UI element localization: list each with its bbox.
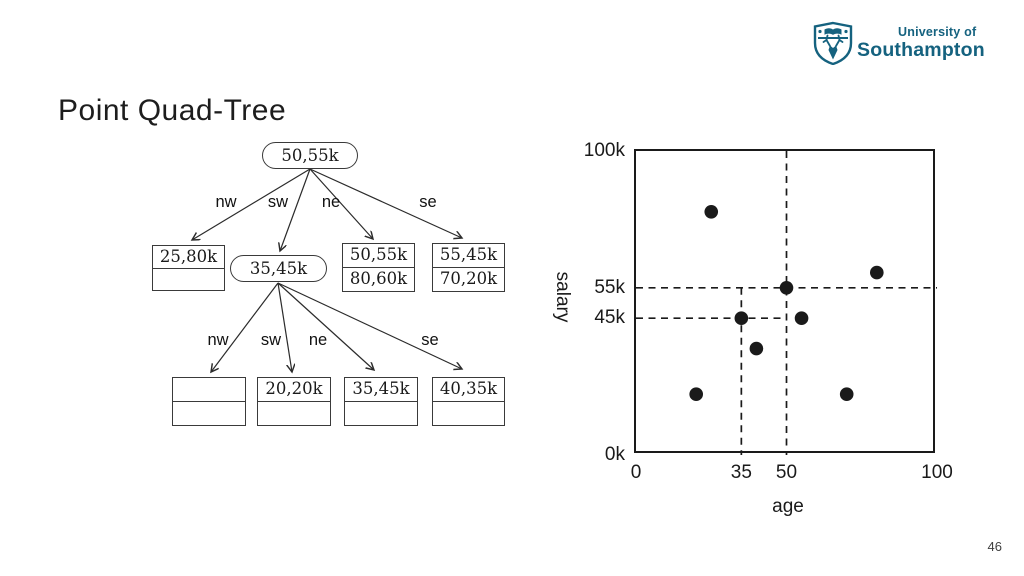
edge-label-l1-sw: sw bbox=[267, 193, 289, 211]
edge-label-l2-ne: ne bbox=[308, 331, 328, 349]
y-tick-label: 45k bbox=[594, 307, 625, 329]
node-cell: 20,20k bbox=[258, 378, 330, 402]
scatter-point bbox=[689, 387, 703, 401]
edge-label-l2-se: se bbox=[421, 331, 439, 349]
tree-edge bbox=[277, 282, 292, 372]
edge-label-l1-se: se bbox=[419, 193, 437, 211]
node-cell bbox=[433, 402, 504, 425]
scatter-point bbox=[839, 387, 854, 401]
node-cell bbox=[153, 269, 224, 291]
quadtree-node-l3-ne: 35,45k bbox=[344, 377, 418, 426]
node-cell: 35,45k bbox=[345, 378, 417, 402]
y-tick-label: 55k bbox=[594, 276, 625, 298]
tree-edge bbox=[211, 282, 279, 372]
logo-university-of: University of bbox=[898, 25, 977, 39]
quadtree-node-l3-sw: 20,20k bbox=[257, 377, 331, 426]
edge-label-l1-ne: ne bbox=[321, 193, 341, 211]
quadtree-node-l3-nw bbox=[172, 377, 246, 426]
plot-area bbox=[636, 151, 937, 455]
x-tick-label: 0 bbox=[630, 462, 642, 483]
quadtree-node-l2-nw: 25,80k bbox=[152, 245, 225, 291]
x-tick-label: 35 bbox=[730, 462, 752, 483]
university-logo: University of Southampton bbox=[810, 21, 985, 65]
university-crest-icon bbox=[813, 21, 853, 65]
scatter-point bbox=[749, 341, 764, 356]
tree-edge bbox=[277, 282, 374, 370]
scatter-point bbox=[779, 281, 794, 295]
quadtree-node-l2-sw: 35,45k bbox=[230, 255, 327, 282]
scatter-point bbox=[734, 311, 749, 325]
x-tick-label: 50 bbox=[775, 462, 798, 483]
quadtree-node-l3-se: 40,35k bbox=[432, 377, 505, 426]
node-cell bbox=[345, 402, 417, 425]
logo-southampton: Southampton bbox=[857, 39, 985, 61]
tree-edge bbox=[277, 282, 462, 369]
node-cell: 25,80k bbox=[153, 246, 224, 269]
y-tick-label: 100k bbox=[583, 140, 625, 161]
scatter-point bbox=[794, 311, 809, 325]
quadtree-root-node: 50,55k bbox=[262, 142, 358, 169]
scatter-point bbox=[870, 265, 884, 280]
x-tick-label: 100 bbox=[921, 462, 953, 483]
edge-label-l2-sw: sw bbox=[260, 331, 282, 349]
node-label: 50,55k bbox=[281, 146, 339, 165]
node-cell: 80,60k bbox=[349, 269, 408, 289]
page-number: 46 bbox=[987, 539, 1002, 554]
node-cell: 55,45k bbox=[433, 244, 504, 268]
university-logo-text: University of Southampton bbox=[857, 21, 985, 65]
node-cell: 50,55k bbox=[343, 244, 414, 268]
node-cell bbox=[258, 402, 330, 425]
edge-label-l1-nw: nw bbox=[215, 193, 237, 211]
node-label: 35,45k bbox=[249, 259, 308, 278]
y-tick-label: 0k bbox=[604, 444, 625, 465]
node-cell bbox=[173, 402, 245, 425]
node-cell: 40,35k bbox=[433, 378, 504, 402]
node-cell bbox=[173, 378, 245, 402]
page-title: Point Quad-Tree bbox=[58, 94, 287, 127]
x-axis-label: age bbox=[772, 496, 804, 517]
node-cell: 70,20k bbox=[439, 269, 498, 289]
edge-label-l2-nw: nw bbox=[207, 331, 229, 349]
quadtree-node-l2-se: 55,45k 70,20k bbox=[432, 243, 505, 292]
quadtree-node-l2-ne: 50,55k 80,60k bbox=[342, 243, 415, 292]
scatter-point bbox=[704, 205, 719, 219]
